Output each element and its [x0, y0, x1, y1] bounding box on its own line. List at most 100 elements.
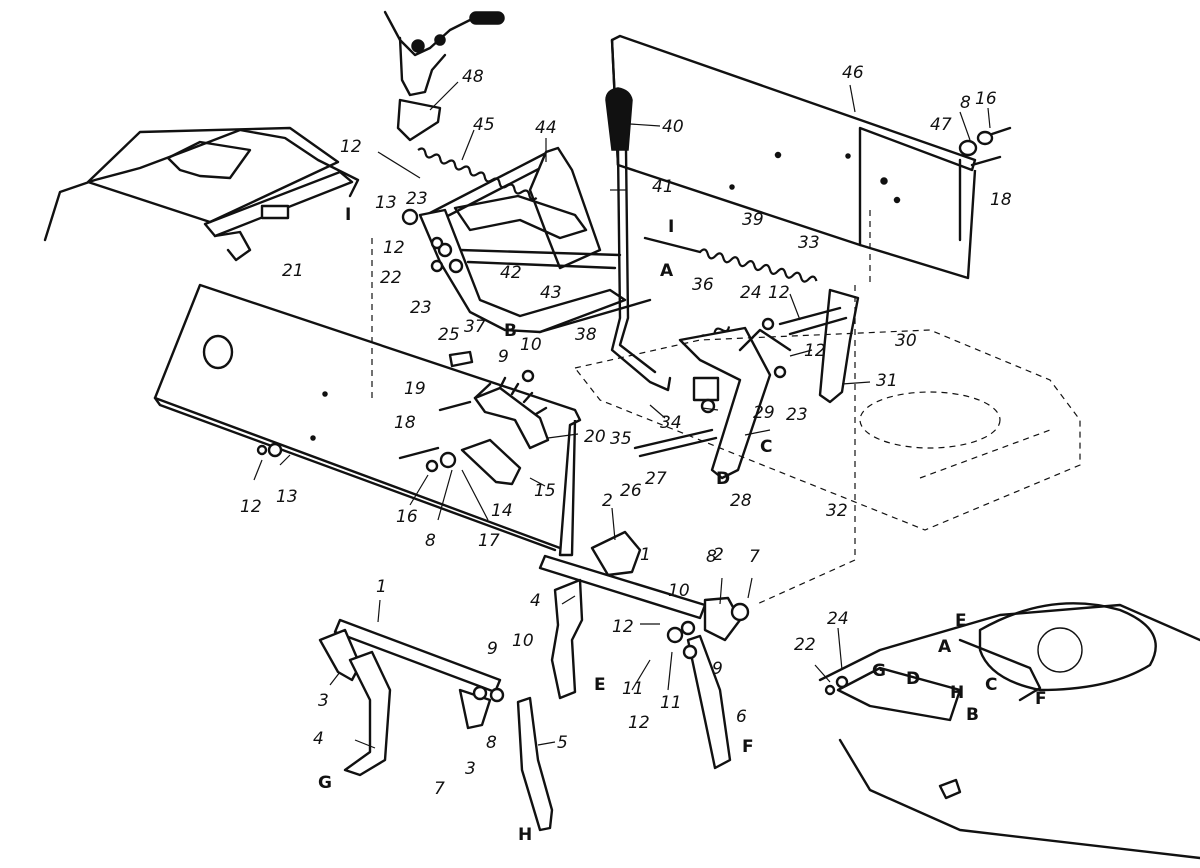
callout-14: 14 [491, 501, 513, 521]
callout-8-mid: 8 [425, 531, 436, 551]
tag-F-deck: F [1035, 689, 1047, 709]
callout-26: 26 [620, 481, 642, 501]
small-hardware [256, 208, 849, 696]
connection-letter-tags: I I A B C D E F G H E A G D C F B H [318, 205, 1047, 845]
callout-1-a: 1 [640, 545, 651, 565]
rear-panel [610, 34, 977, 280]
callout-34: 34 [660, 413, 682, 433]
callout-9-b: 9 [712, 659, 723, 679]
callout-12-g: 12 [628, 713, 650, 733]
callout-48: 48 [462, 67, 484, 87]
bell-crank-30 [778, 288, 860, 404]
tag-I-rod: I [668, 217, 674, 237]
tag-C-upper: C [760, 437, 772, 457]
callout-10-c: 10 [512, 631, 534, 651]
frame-outline [371, 210, 1081, 606]
callout-20: 20 [584, 427, 606, 447]
callout-12-b: 12 [383, 238, 405, 258]
callout-13-b: 13 [276, 487, 298, 507]
callout-9-a: 9 [498, 347, 509, 367]
mower-deck [818, 602, 1200, 860]
callout-10-b: 10 [668, 581, 690, 601]
callout-labels: 48 45 44 40 46 8 16 47 18 41 12 13 23 12… [240, 63, 1012, 799]
callout-24-b: 24 [827, 609, 849, 629]
callout-19: 19 [404, 379, 426, 399]
tag-I-hood: I [345, 205, 351, 225]
tag-H-arm: H [518, 825, 532, 845]
tag-D-deck: D [906, 669, 920, 689]
tag-G-deck: G [872, 661, 886, 681]
lift-handle [605, 87, 672, 392]
callout-10-a: 10 [520, 335, 542, 355]
callout-1-b: 1 [376, 577, 387, 597]
tag-F-arm: F [742, 737, 754, 757]
callout-28: 28 [730, 491, 752, 511]
callout-17: 17 [478, 531, 500, 551]
callout-42: 42 [500, 263, 522, 283]
callout-11-b: 11 [660, 693, 682, 713]
callout-39: 39 [742, 210, 764, 230]
callout-13-a: 13 [375, 193, 397, 213]
control-lever-14 [398, 438, 522, 486]
callout-7-a: 7 [749, 547, 760, 567]
callout-23-b: 23 [410, 298, 432, 318]
callout-45: 45 [473, 115, 495, 135]
center-bracket [633, 326, 792, 480]
callout-12-e: 12 [240, 497, 262, 517]
callout-9-c: 9 [487, 639, 498, 659]
callout-38: 38 [575, 325, 597, 345]
tag-H-deck: H [950, 683, 964, 703]
callout-29: 29 [753, 403, 775, 423]
callout-16-mid: 16 [396, 507, 418, 527]
callout-23-c: 23 [786, 405, 808, 425]
leader-lines [253, 81, 991, 749]
tag-E-deck: E [955, 611, 967, 631]
callout-12-d: 12 [804, 341, 826, 361]
callout-27: 27 [645, 469, 667, 489]
callout-7-b: 7 [434, 779, 445, 799]
callout-3-b: 3 [465, 759, 476, 779]
tag-A-upper: A [660, 261, 674, 281]
callout-15: 15 [534, 481, 556, 501]
callout-8-lower: 8 [706, 547, 717, 567]
callout-22-a: 22 [380, 268, 402, 288]
callout-33: 33 [798, 233, 820, 253]
callout-6: 6 [736, 707, 747, 727]
tag-D-upper: D [716, 469, 730, 489]
height-adjust-sector [473, 376, 550, 450]
tag-G-arm: G [318, 773, 332, 793]
callout-30: 30 [895, 331, 917, 351]
callout-41: 41 [652, 177, 674, 197]
callout-21: 21 [282, 261, 304, 281]
callout-12-a: 12 [340, 137, 362, 157]
callout-24-a: 24 [740, 283, 762, 303]
callout-18-mid: 18 [394, 413, 416, 433]
callout-16-top: 16 [975, 89, 997, 109]
callout-43: 43 [540, 283, 562, 303]
tag-B-upper: B [504, 321, 517, 341]
callout-12-c: 12 [768, 283, 790, 303]
callout-3-a: 3 [318, 691, 329, 711]
callout-11-a: 11 [622, 679, 644, 699]
spring-45 [417, 147, 538, 201]
callout-2-b: 2 [713, 545, 724, 565]
callout-31: 31 [876, 371, 898, 391]
line-art [43, 10, 1200, 860]
dash-shroud [153, 283, 582, 557]
callout-12-f: 12 [612, 617, 634, 637]
callout-5: 5 [557, 733, 568, 753]
lift-shaft-assembly [418, 146, 652, 334]
tag-C-deck: C [985, 675, 997, 695]
callout-25: 25 [438, 325, 460, 345]
spring-39 [699, 248, 818, 283]
callout-2-a: 2 [602, 491, 613, 511]
hood-panel [43, 126, 360, 262]
callout-4-b: 4 [313, 729, 324, 749]
callout-23-a: 23 [406, 189, 428, 209]
callout-44: 44 [535, 118, 557, 138]
callout-46: 46 [842, 63, 864, 83]
lower-lift-arms [318, 530, 750, 832]
tag-B-deck: B [966, 705, 979, 725]
callout-18-top: 18 [990, 190, 1012, 210]
